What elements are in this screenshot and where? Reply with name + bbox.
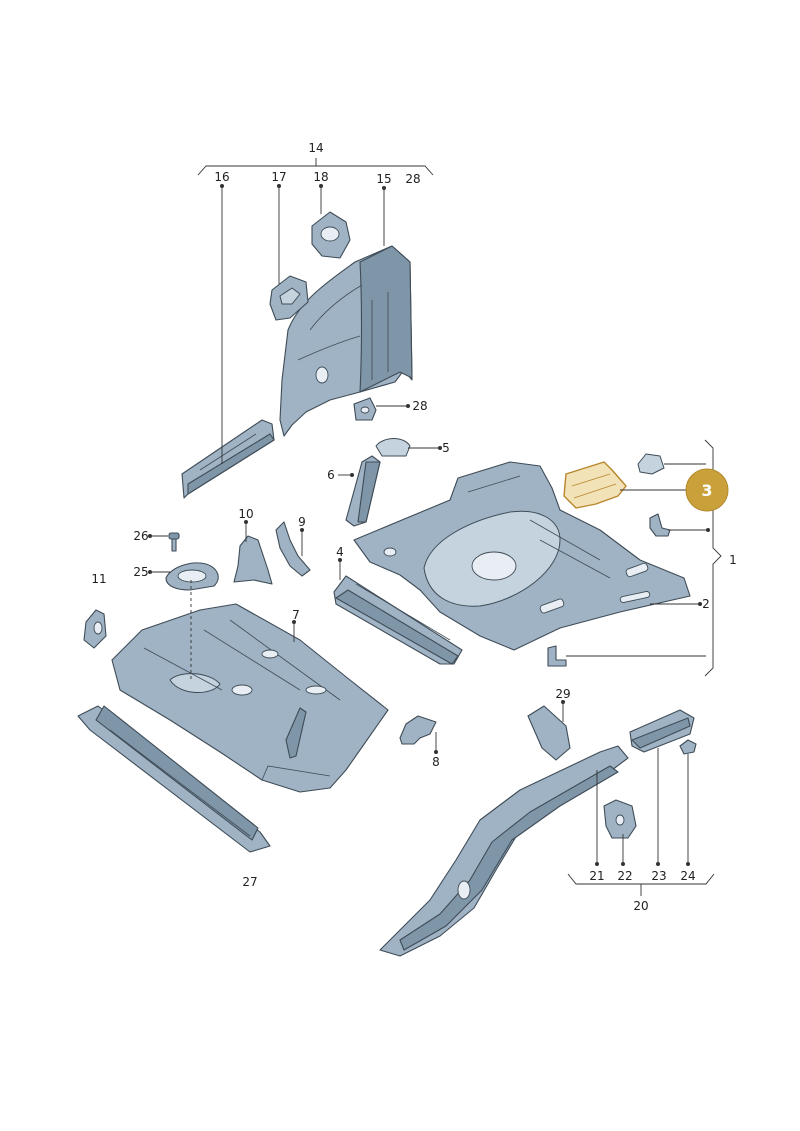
part-3-highlighted-cover[interactable] [563, 461, 627, 509]
leader-lines [148, 184, 710, 866]
part-27-side-sill[interactable] [77, 705, 271, 853]
badge-part-3[interactable]: 3 [685, 468, 729, 512]
label-27: 27 [242, 875, 257, 889]
label-4: 4 [336, 545, 344, 559]
part-25-plug[interactable] [165, 562, 219, 591]
label-8: 8 [432, 755, 440, 769]
part-29-bracket[interactable] [527, 705, 571, 761]
part-23-bracket[interactable] [629, 709, 695, 753]
part-11-bracket[interactable] [83, 609, 107, 649]
label-20: 20 [633, 899, 648, 913]
label-6: 6 [327, 468, 335, 482]
label-29: 29 [555, 687, 570, 701]
label-1: 1 [729, 553, 737, 567]
label-26: 26 [133, 529, 148, 543]
label-17: 17 [271, 170, 286, 184]
part-26-screw[interactable] [168, 532, 180, 552]
label-7: 7 [292, 608, 300, 622]
part-cap-top-right[interactable] [637, 453, 665, 475]
part-10-bracket[interactable] [233, 535, 273, 585]
label-25: 25 [133, 565, 148, 579]
part-24-clip[interactable] [679, 739, 697, 755]
label-18: 18 [313, 170, 328, 184]
label-2: 2 [702, 597, 710, 611]
part-18-cap-bracket[interactable] [311, 211, 351, 259]
label-23: 23 [651, 869, 666, 883]
label-28: 28 [412, 399, 427, 413]
label-22: 22 [617, 869, 632, 883]
part-6-strut[interactable] [345, 455, 381, 527]
part-9-bracket[interactable] [275, 521, 311, 577]
label-24: 24 [680, 869, 695, 883]
bracket-20 [567, 873, 715, 896]
part-21-long-rail[interactable] [379, 745, 629, 957]
part-clip-right[interactable] [649, 513, 671, 537]
label-5: 5 [442, 441, 450, 455]
callout-labels: 14 16 17 18 15 28 28 5 6 1 2 10 9 4 26 2… [91, 141, 736, 913]
label-11: 11 [91, 572, 106, 586]
label-16: 16 [214, 170, 229, 184]
label-14: 14 [308, 141, 323, 155]
part-clip-bottom-right[interactable] [547, 645, 567, 667]
part-2-rear-floor[interactable] [353, 461, 691, 651]
part-5-cap[interactable] [375, 438, 411, 457]
label-21: 21 [589, 869, 604, 883]
part-16-rail[interactable] [181, 419, 275, 499]
part-15-wheelhouse-panel[interactable] [279, 245, 413, 437]
part-4-crossmember[interactable] [333, 575, 463, 665]
part-8-bracket[interactable] [399, 715, 437, 745]
badge-3-label: 3 [701, 481, 712, 500]
label-10: 10 [238, 507, 253, 521]
part-7-front-floor[interactable] [111, 603, 389, 793]
label-15: 15 [376, 172, 391, 186]
bracket-14 [197, 158, 434, 176]
label-9: 9 [298, 515, 306, 529]
part-17-bracket[interactable] [269, 275, 309, 321]
label-28-top: 28 [405, 172, 420, 186]
part-22-bracket[interactable] [603, 799, 637, 839]
bracket-1 [704, 439, 722, 677]
part-28-nut-plate[interactable] [353, 397, 377, 421]
